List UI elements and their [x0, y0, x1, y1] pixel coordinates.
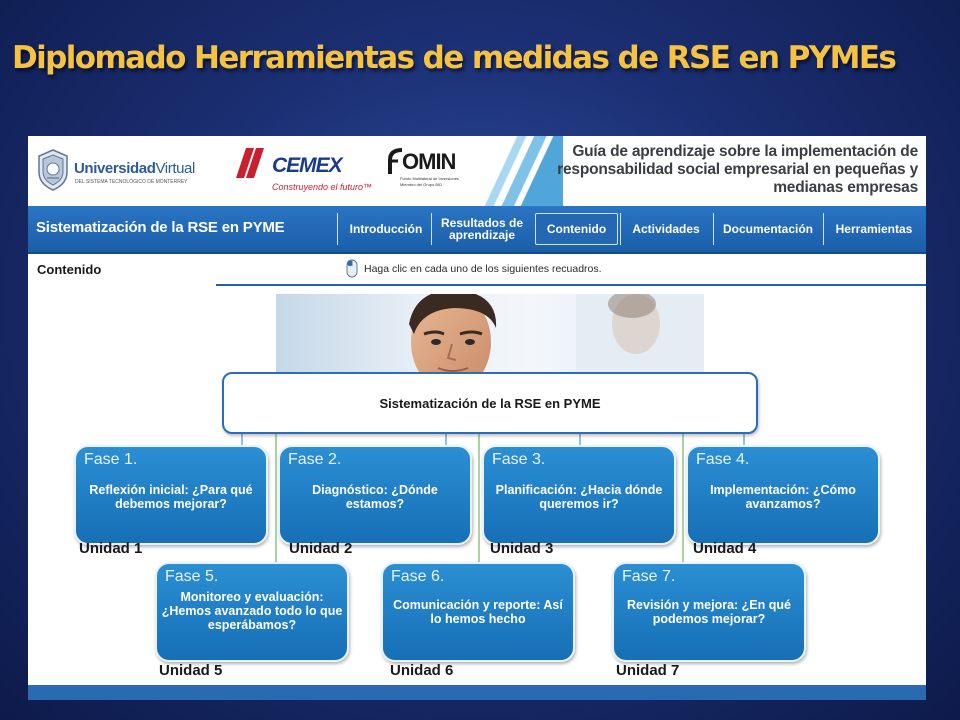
nav-divider: [620, 213, 621, 245]
fomin-symbol-icon: [388, 148, 403, 174]
nav-divider: [823, 213, 824, 245]
tab-documentacion[interactable]: Documentación: [722, 222, 813, 236]
guide-title: Guía de aprendizaje sobre la implementac…: [557, 143, 918, 196]
content-divider: [216, 284, 926, 286]
fomin-subtitle-2: Miembro del Grupo BID: [400, 182, 443, 187]
fase-6-box[interactable]: Fase 6. Comunicación y reporte: Así lo h…: [381, 562, 575, 662]
fase-description: Diagnóstico: ¿Dónde estamos?: [312, 483, 438, 511]
fase-title: Fase 6.: [391, 568, 445, 585]
fase-2-box[interactable]: Fase 2. Diagnóstico: ¿Dónde estamos?: [278, 445, 472, 545]
tab-herramientas[interactable]: Herramientas: [835, 222, 913, 236]
nav-divider: [337, 213, 338, 245]
nav-divider: [713, 213, 714, 245]
course-screenshot: UniversidadVirtual DEL SISTEMA TECNOLÓGI…: [28, 136, 926, 700]
hint-text: Haga clic en cada uno de los siguientes …: [364, 262, 602, 275]
tab-contenido[interactable]: Contenido: [535, 213, 618, 245]
cemex-stripes-icon: [236, 148, 264, 178]
tec-seal-icon: [38, 149, 68, 191]
fase-title: Fase 1.: [84, 451, 138, 468]
fase-description: Reflexión inicial: ¿Para qué debemos mej…: [89, 483, 253, 511]
tab-introduccion[interactable]: Introducción: [349, 222, 423, 236]
unidad-label: Unidad 7: [616, 662, 680, 679]
unidad-label: Unidad 3: [490, 540, 554, 557]
fomin-wordmark: OMIN: [402, 149, 456, 174]
universidad-virtual-subtitle: DEL SISTEMA TECNOLÓGICO DE MONTERREY: [75, 179, 188, 185]
fase-4-box[interactable]: Fase 4. Implementación: ¿Cómo avanzamos?: [686, 445, 880, 545]
universidad-virtual-logo[interactable]: UniversidadVirtual DEL SISTEMA TECNOLÓGI…: [36, 148, 226, 196]
fase-title: Fase 2.: [288, 451, 342, 468]
fase-title: Fase 3.: [492, 451, 546, 468]
tab-actividades[interactable]: Actividades: [632, 222, 700, 236]
fomin-logo[interactable]: OMIN Fondo Multilateral de Inversiones M…: [386, 146, 476, 196]
fase-5-box[interactable]: Fase 5. Monitoreo y evaluación: ¿Hemos a…: [155, 562, 349, 662]
fase-title: Fase 5.: [165, 568, 219, 585]
businessman-photo: [409, 294, 704, 376]
cemex-logo[interactable]: CEMEX Construyendo el futuro™: [236, 142, 376, 198]
cemex-wordmark: CEMEX: [272, 154, 343, 177]
unidad-label: Unidad 1: [79, 540, 143, 557]
slide-title: Diplomado Herramientas de medidas de RSE…: [12, 40, 897, 76]
footer-bar: [28, 685, 926, 700]
fomin-subtitle: Fondo Multilateral de Inversiones: [400, 176, 459, 181]
content-heading: Contenido: [37, 262, 102, 277]
universidad-virtual-name: UniversidadVirtual: [74, 160, 195, 177]
header-photo: [276, 294, 704, 376]
fase-title: Fase 7.: [622, 568, 676, 585]
unidad-label: Unidad 4: [693, 540, 757, 557]
course-nav: Sistematización de la RSE en PYME Introd…: [28, 206, 926, 254]
unidad-label: Unidad 5: [159, 662, 223, 679]
click-hint: Haga clic en cada uno de los siguientes …: [346, 259, 602, 278]
header-decoration: [483, 136, 563, 206]
fase-description: Monitoreo y evaluación: ¿Hemos avanzado …: [161, 590, 343, 632]
fase-1-box[interactable]: Fase 1. Reflexión inicial: ¿Para qué deb…: [74, 445, 268, 545]
unidad-label: Unidad 6: [390, 662, 454, 679]
nav-course-title: Sistematización de la RSE en PYME: [36, 219, 285, 236]
tab-resultados[interactable]: Resultados de aprendizaje: [440, 216, 524, 242]
fase-description: Comunicación y reporte: Así lo hemos hec…: [393, 598, 563, 626]
fase-description: Planificación: ¿Hacia dónde queremos ir?: [495, 483, 663, 511]
nav-divider: [431, 213, 432, 245]
fase-3-box[interactable]: Fase 3. Planificación: ¿Hacia dónde quer…: [482, 445, 676, 545]
main-topic-box[interactable]: Sistematización de la RSE en PYME: [222, 372, 758, 434]
fase-description: Revisión y mejora: ¿En qué podemos mejor…: [627, 598, 791, 626]
diagram-connectors: [241, 434, 745, 576]
site-header: UniversidadVirtual DEL SISTEMA TECNOLÓGI…: [28, 136, 926, 206]
fase-title: Fase 4.: [696, 451, 750, 468]
fase-description: Implementación: ¿Cómo avanzamos?: [710, 483, 856, 511]
unidad-label: Unidad 2: [289, 540, 353, 557]
fase-7-box[interactable]: Fase 7. Revisión y mejora: ¿En qué podem…: [612, 562, 806, 662]
cemex-tagline: Construyendo el futuro™: [272, 182, 373, 192]
mouse-icon: [346, 259, 358, 278]
